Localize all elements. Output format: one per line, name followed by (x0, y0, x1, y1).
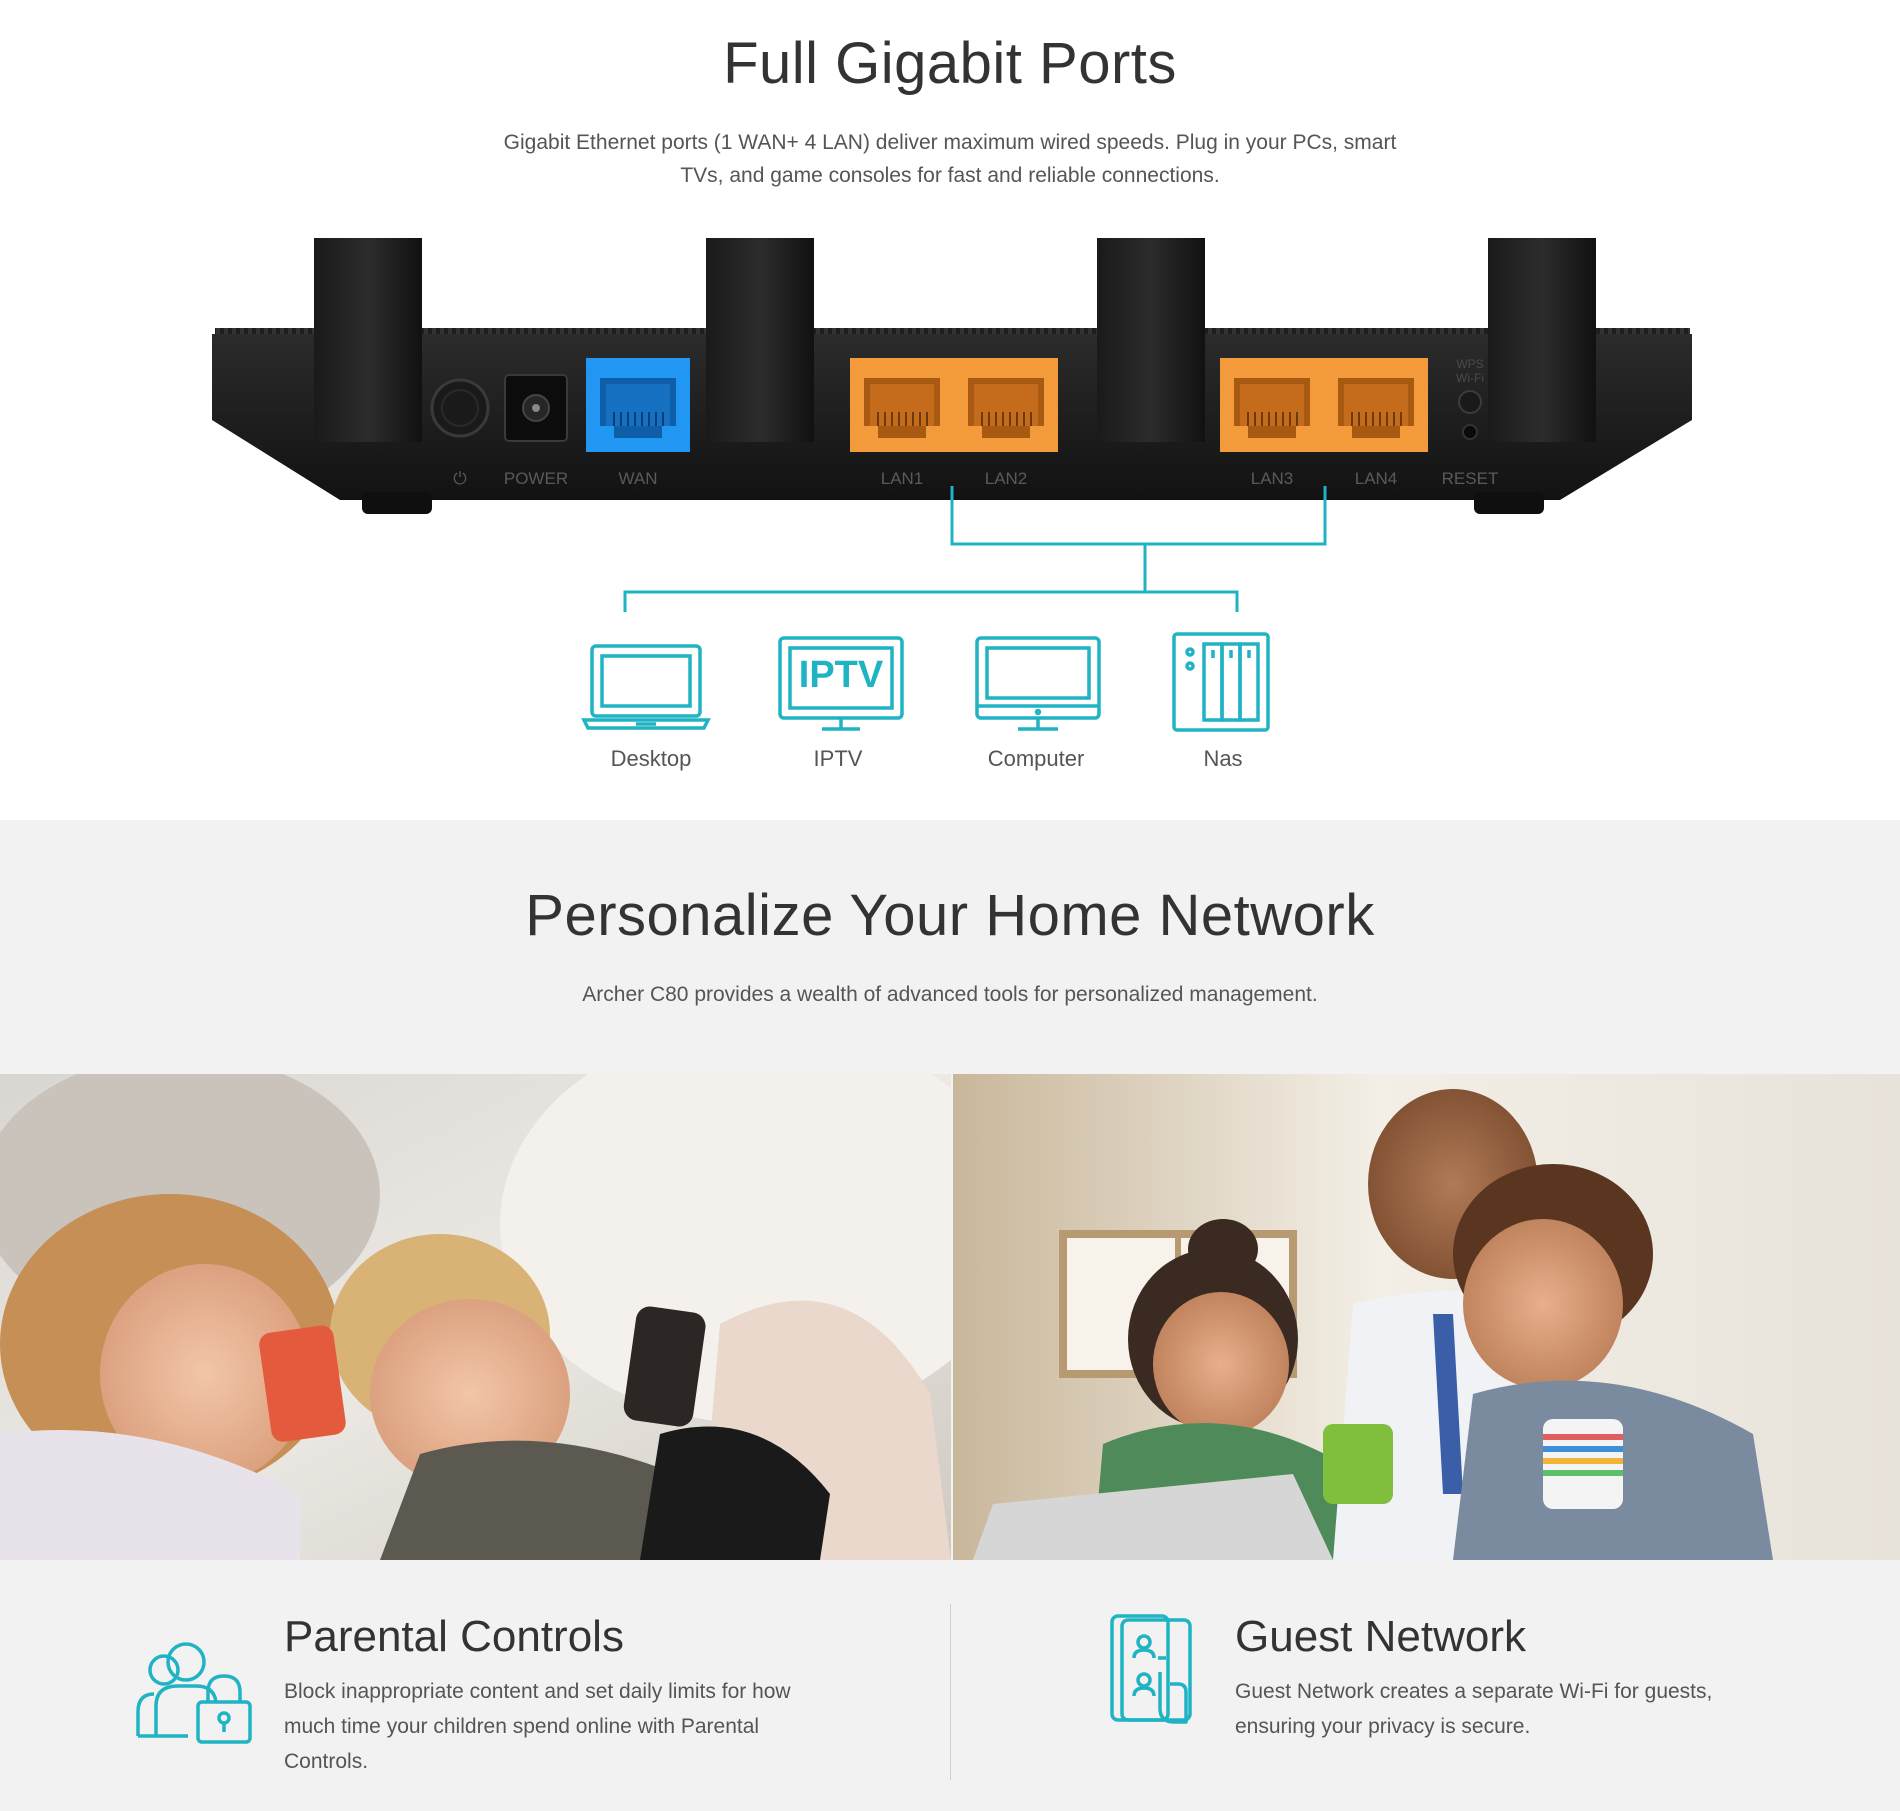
section-description-line-2: TVs, and game consoles for fast and reli… (680, 164, 1220, 187)
kids-playing-photo (0, 1074, 951, 1560)
antenna-3 (1097, 238, 1205, 442)
lan4-port (1324, 358, 1428, 452)
guest-network-icon (1110, 1614, 1192, 1724)
lan2-label: LAN2 (985, 469, 1028, 488)
section-title: Full Gigabit Ports (723, 31, 1177, 96)
connection-lines (623, 486, 1327, 612)
iptv-icon-text: IPTV (799, 654, 884, 696)
feature-text-guest-line-2: ensuring your privacy is secure. (1235, 1715, 1531, 1738)
router-back-panel-illustration: ⏻ POWER WAN LAN1 LAN2 LAN3 LAN4 RESET WP… (212, 238, 1692, 732)
power-button (430, 378, 490, 438)
wifi-label: Wi-Fi (1456, 371, 1484, 385)
iptv-icon (778, 636, 904, 731)
feature-text-parental-line-3: Controls. (284, 1750, 369, 1773)
antenna-4 (1488, 238, 1596, 442)
wps-label: WPS (1456, 357, 1483, 371)
router-foot-right (1474, 492, 1544, 514)
lan4-label: LAN4 (1355, 469, 1398, 488)
router-foot-left (362, 492, 432, 514)
antenna-1 (314, 238, 422, 442)
feature-text-guest-line-1: Guest Network creates a separate Wi-Fi f… (1235, 1680, 1713, 1703)
monitor-icon (975, 636, 1101, 731)
feature-title-guest-network: Guest Network (1235, 1612, 1526, 1661)
device-label-iptv: IPTV (813, 746, 863, 771)
power-symbol-label: ⏻ (453, 469, 467, 488)
personalize-network-section: Personalize Your Home Network Archer C80… (0, 820, 1900, 1811)
device-label-computer: Computer (987, 746, 1085, 771)
feature-text-parental-line-2: much time your children spend online wit… (284, 1715, 760, 1738)
wan-port (586, 358, 690, 452)
device-label-desktop: Desktop (610, 746, 692, 771)
wps-button (1458, 390, 1482, 414)
lan3-port (1220, 358, 1324, 452)
section-title: Personalize Your Home Network (525, 883, 1375, 948)
device-label-nas: Nas (1203, 746, 1243, 771)
section-description: Archer C80 provides a wealth of advanced… (582, 983, 1318, 1006)
antenna-2 (706, 238, 814, 442)
full-gigabit-ports-section: Full Gigabit Ports Gigabit Ethernet port… (0, 0, 1900, 820)
reset-label: RESET (1442, 469, 1499, 488)
nas-icon (1172, 632, 1270, 732)
lan3-label: LAN3 (1251, 469, 1294, 488)
section-description-line-1: Gigabit Ethernet ports (1 WAN+ 4 LAN) de… (503, 131, 1397, 154)
lan2-port (954, 358, 1058, 452)
reset-button (1462, 424, 1478, 440)
feature-title-parental-controls: Parental Controls (284, 1612, 624, 1661)
laptop-icon (581, 644, 711, 730)
parental-controls-icon (136, 1642, 252, 1744)
lan1-port (850, 358, 954, 452)
friends-laptop-photo (953, 1074, 1900, 1560)
wan-label: WAN (618, 469, 657, 488)
feature-text-parental-line-1: Block inappropriate content and set dail… (284, 1680, 791, 1703)
feature-divider (950, 1604, 951, 1780)
power-label: POWER (504, 469, 568, 488)
lan1-label: LAN1 (881, 469, 924, 488)
